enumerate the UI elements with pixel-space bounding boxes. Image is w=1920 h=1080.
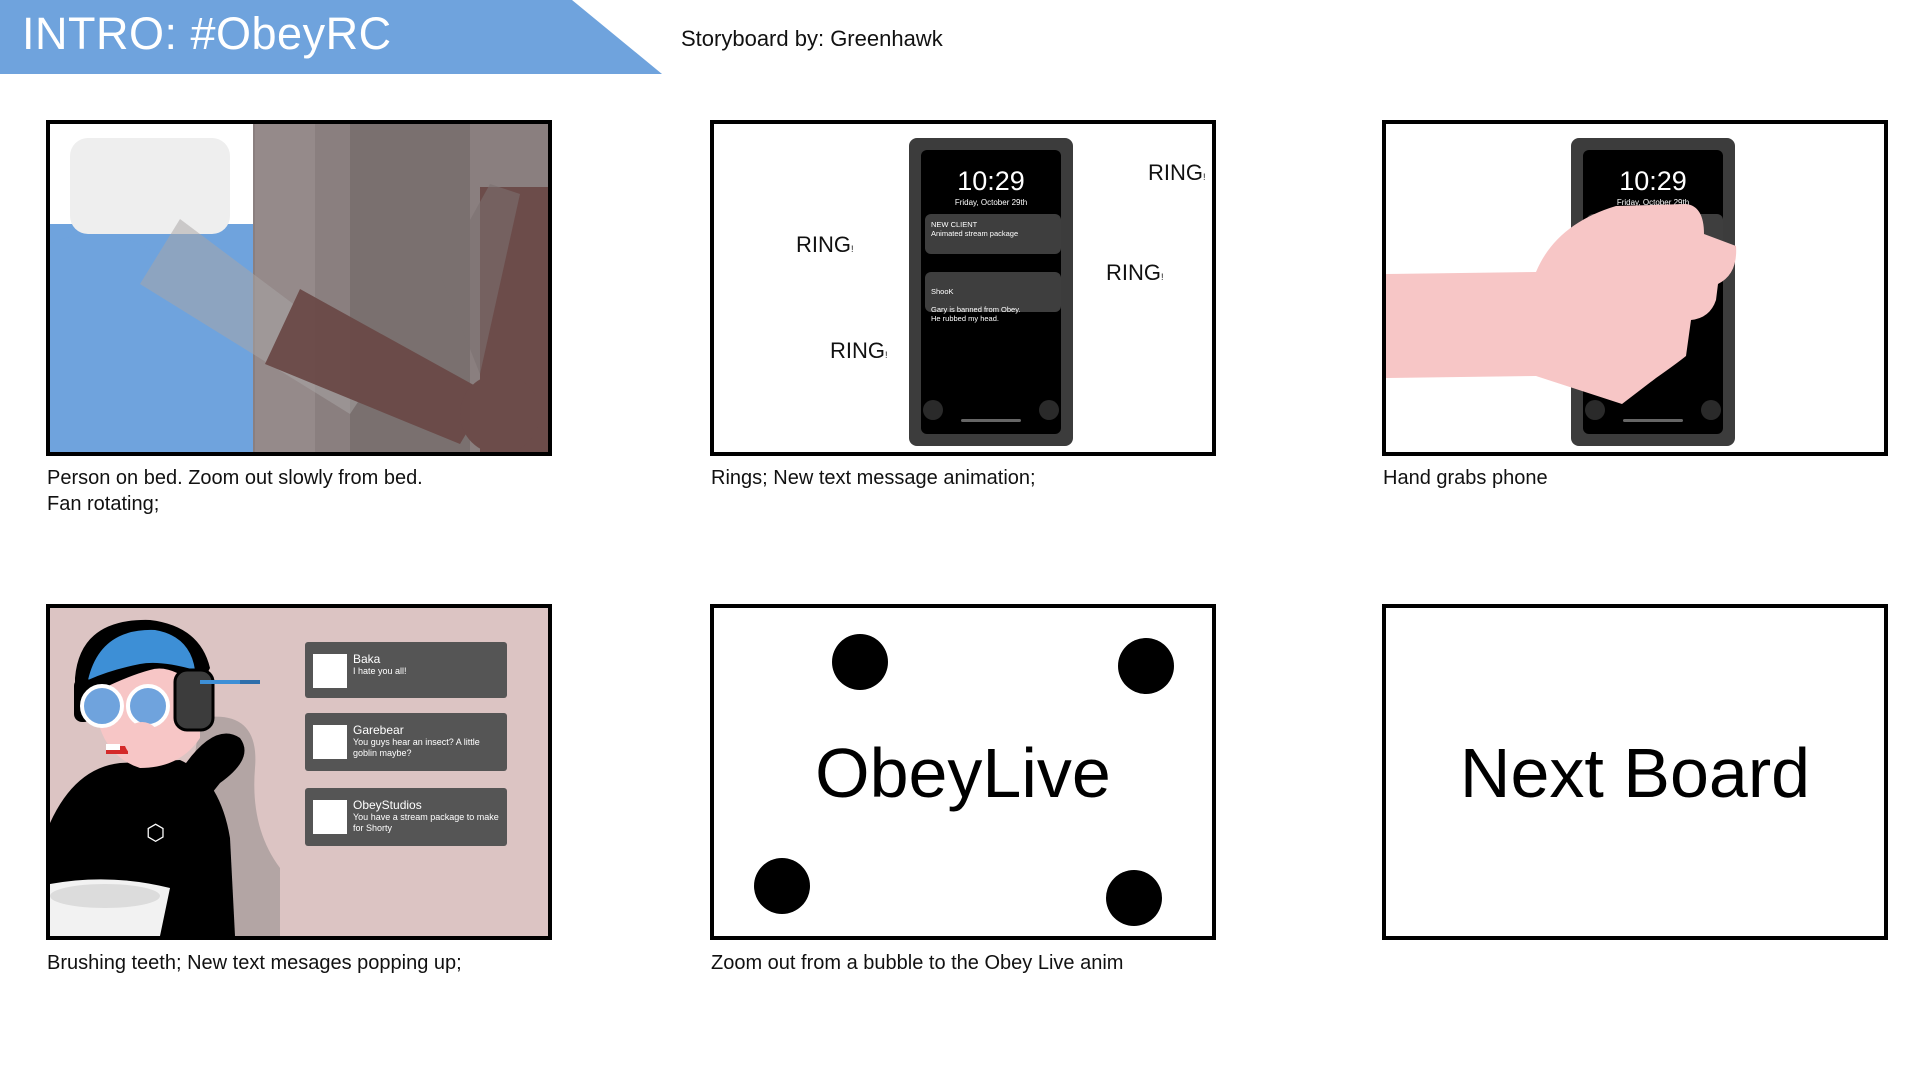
ring-text: RING! xyxy=(1148,160,1206,185)
bubble-dot xyxy=(832,634,888,690)
obeylive-title: ObeyLive xyxy=(815,734,1111,812)
bubble-dot xyxy=(754,858,810,914)
phone-flashlight-button xyxy=(923,400,943,420)
avatar xyxy=(313,654,347,688)
headphones-icon xyxy=(173,668,215,732)
next-board-title: Next Board xyxy=(1459,734,1811,812)
pillow xyxy=(70,138,230,234)
ring-text: RING! xyxy=(830,338,888,363)
message-sender: ObeyStudios xyxy=(353,798,422,812)
ring-text: RING! xyxy=(1106,260,1164,285)
message-card: Garebear You guys hear an insect? A litt… xyxy=(305,713,507,771)
phone-time: 10:29 xyxy=(1619,166,1687,196)
panel-1-caption: Person on bed. Zoom out slowly from bed.… xyxy=(47,467,423,515)
phone-time: 10:29 xyxy=(957,166,1025,196)
message-sender: Baka xyxy=(353,652,381,666)
message-sender: Garebear xyxy=(353,723,404,737)
storyboard-panel-4: ⬡ Baka I hate you all! Garebear You guys… xyxy=(46,604,552,940)
panel-3-caption: Hand grabs phone xyxy=(1383,467,1548,489)
notification-title: ShooK xyxy=(931,287,954,296)
message-text: I hate you all! xyxy=(353,666,407,676)
phone-camera-button xyxy=(1701,400,1721,420)
storyboard-panel-6: Next Board xyxy=(1382,604,1888,940)
phone-flashlight-button xyxy=(1585,400,1605,420)
panel-4-caption: Brushing teeth; New text mesages popping… xyxy=(47,952,462,974)
bubble-dot xyxy=(1106,870,1162,926)
storyboard-panel-2: 10:29 Friday, October 29th NEW CLIENT An… xyxy=(710,120,1216,456)
phone-home-bar xyxy=(1623,419,1683,422)
bubble-dot xyxy=(1118,638,1174,694)
panel-5-caption: Zoom out from a bubble to the Obey Live … xyxy=(711,952,1124,974)
message-card: ObeyStudios You have a stream package to… xyxy=(305,788,507,846)
sunglasses-icon xyxy=(80,684,170,728)
message-card: Baka I hate you all! xyxy=(305,642,507,698)
storyboard-panel-3: 10:29 Friday, October 29th xyxy=(1382,120,1888,456)
svg-text:⬡: ⬡ xyxy=(146,820,165,845)
notification-body: Gary is banned from Obey. He rubbed my h… xyxy=(931,305,1021,323)
message-text: You have a stream package to make for Sh… xyxy=(353,812,499,833)
character-illustration: ⬡ xyxy=(50,619,280,936)
panel-2-caption: Rings; New text message animation; xyxy=(711,467,1036,489)
phone-home-bar xyxy=(961,419,1021,422)
storyboard-panel-1 xyxy=(46,120,552,456)
hand-illustration xyxy=(1386,204,1737,404)
ring-text: RING! xyxy=(796,232,854,257)
storyboard-panel-5: ObeyLive xyxy=(710,604,1216,940)
storyboard-credit: Storyboard by: Greenhawk xyxy=(681,26,943,51)
avatar xyxy=(313,725,347,759)
page-title: INTRO: #ObeyRC xyxy=(22,8,392,59)
message-text: You guys hear an insect? A little goblin… xyxy=(353,737,480,758)
notification-card: ShooK Gary is banned from Obey. He rubbe… xyxy=(925,272,1061,323)
notification-card: NEW CLIENT Animated stream package xyxy=(925,214,1061,254)
phone-illustration: 10:29 Friday, October 29th NEW CLIENT An… xyxy=(909,138,1073,446)
phone-date: Friday, October 29th xyxy=(1616,198,1690,207)
notification-title: NEW CLIENT xyxy=(931,220,978,229)
phone-date: Friday, October 29th xyxy=(954,198,1028,207)
phone-camera-button xyxy=(1039,400,1059,420)
title-banner xyxy=(0,0,662,74)
bed-scene-illustration xyxy=(50,124,548,452)
avatar xyxy=(313,800,347,834)
notification-body: Animated stream package xyxy=(931,229,1019,238)
fan-illustration xyxy=(140,184,548,452)
